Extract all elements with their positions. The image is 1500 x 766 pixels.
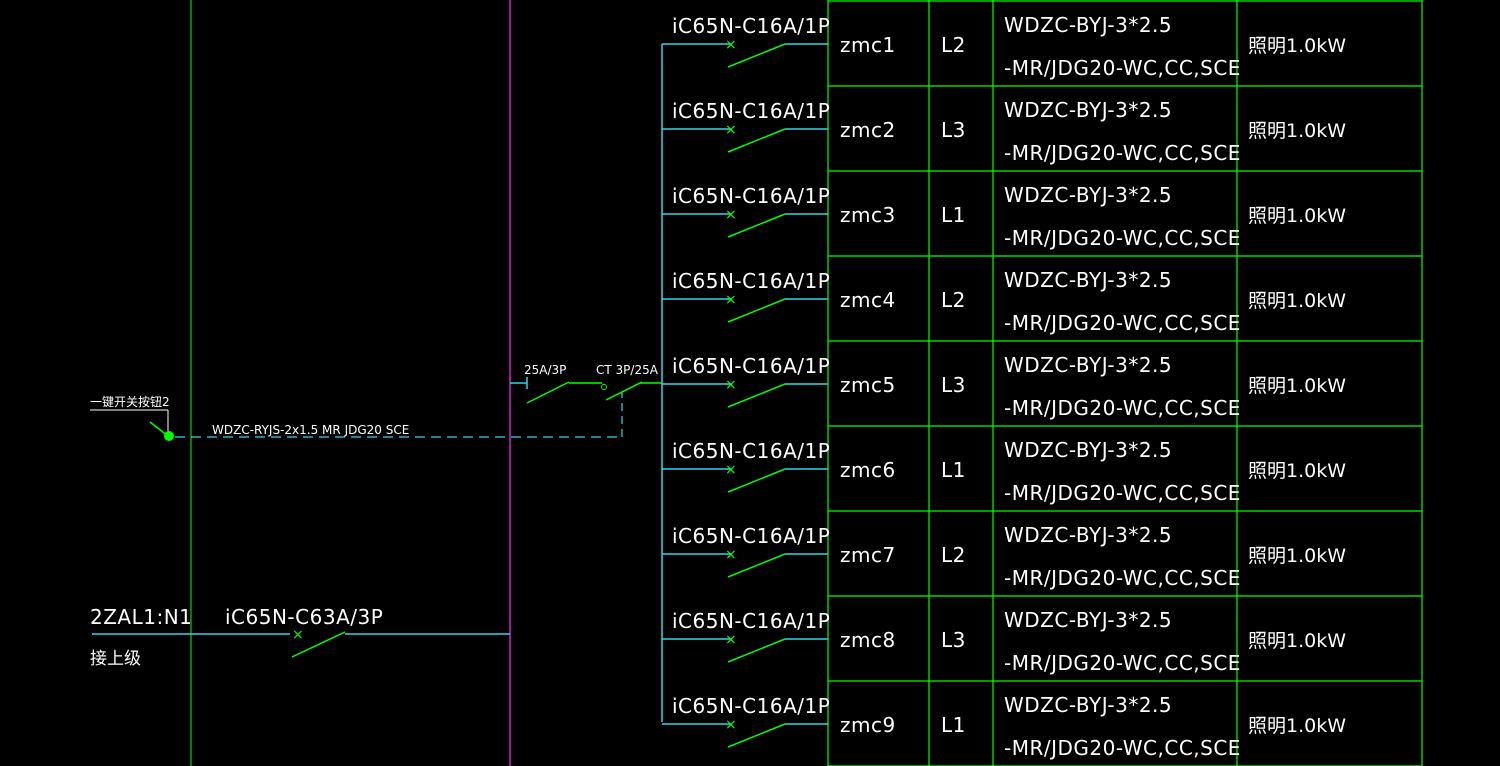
circuit-cable-line2: -MR/JDG20-WC,CC,SCE <box>1004 481 1241 505</box>
circuit-row: ×iC65N-C16A/1P zmc6 L1 WDZC-BYJ-3*2.5 -MR/JD… <box>662 438 1422 512</box>
branch-breaker-label: iC65N-C16A/1P <box>672 609 830 633</box>
control-contactor-mark <box>601 384 607 390</box>
circuit-id: zmc6 <box>840 458 896 482</box>
circuit-row: ×iC65N-C16A/1P zmc5 L3 WDZC-BYJ-3*2.5 -MR/JD… <box>662 353 1422 427</box>
circuit-load: 照明1.0kW <box>1248 120 1346 142</box>
breaker-blade <box>727 213 786 238</box>
control-contactor-blade <box>605 381 643 401</box>
circuit-phase: L3 <box>941 628 966 652</box>
breaker-blade <box>727 638 786 663</box>
incoming-label: 2ZAL1:N1 <box>90 605 192 629</box>
circuit-row: ×iC65N-C16A/1P zmc2 L3 WDZC-BYJ-3*2.5 -MR/JD… <box>662 98 1422 172</box>
circuit-cable-line2: -MR/JDG20-WC,CC,SCE <box>1004 141 1241 165</box>
circuit-cable-line1: WDZC-BYJ-3*2.5 <box>1004 268 1172 292</box>
circuit-cable-line1: WDZC-BYJ-3*2.5 <box>1004 693 1172 717</box>
circuit-cable-line2: -MR/JDG20-WC,CC,SCE <box>1004 311 1241 335</box>
branch-breaker-label: iC65N-C16A/1P <box>672 439 830 463</box>
branch-breaker-label: iC65N-C16A/1P <box>672 99 830 123</box>
breaker-blade <box>727 723 786 748</box>
incoming-breaker-cross: × <box>292 627 304 643</box>
circuit-cable-line2: -MR/JDG20-WC,CC,SCE <box>1004 56 1241 80</box>
breaker-cross: × <box>725 377 737 393</box>
circuit-load: 照明1.0kW <box>1248 715 1346 737</box>
control-cable-label: WDZC-RYJS-2x1.5 MR JDG20 SCE <box>212 423 409 437</box>
breaker-blade <box>727 468 786 493</box>
breaker-cross: × <box>725 207 737 223</box>
circuit-row: ×iC65N-C16A/1P zmc7 L2 WDZC-BYJ-3*2.5 -MR/JD… <box>662 523 1422 597</box>
circuit-id: zmc2 <box>840 118 896 142</box>
breaker-blade <box>727 43 786 68</box>
incoming-breaker-blade <box>291 631 346 658</box>
circuit-cable-line2: -MR/JDG20-WC,CC,SCE <box>1004 226 1241 250</box>
breaker-cross: × <box>725 37 737 53</box>
circuit-cable-line1: WDZC-BYJ-3*2.5 <box>1004 98 1172 122</box>
circuit-row: ×iC65N-C16A/1P zmc8 L3 WDZC-BYJ-3*2.5 -MR/JD… <box>662 608 1422 682</box>
incoming-feeder: 2ZAL1:N1 接上级 iC65N-C63A/3P × <box>90 605 510 669</box>
circuit-load: 照明1.0kW <box>1248 375 1346 397</box>
circuit-cable-line2: -MR/JDG20-WC,CC,SCE <box>1004 736 1241 760</box>
branch-breaker-label: iC65N-C16A/1P <box>672 694 830 718</box>
breaker-cross: × <box>725 462 737 478</box>
circuit-cable-line1: WDZC-BYJ-3*2.5 <box>1004 183 1172 207</box>
incoming-breaker-label: iC65N-C63A/3P <box>225 605 383 629</box>
circuit-id: zmc3 <box>840 203 896 227</box>
breaker-cross: × <box>725 547 737 563</box>
breaker-blade <box>727 128 786 153</box>
control-contactor-label: CT 3P/25A <box>596 363 659 377</box>
control-circuit: 一键开关按钮2 WDZC-RYJS-2x1.5 MR JDG20 SCE 25A… <box>90 363 662 441</box>
breaker-cross: × <box>725 292 737 308</box>
circuit-phase: L1 <box>941 713 966 737</box>
circuit-load: 照明1.0kW <box>1248 630 1346 652</box>
breaker-cross: × <box>725 717 737 733</box>
circuit-cable-line2: -MR/JDG20-WC,CC,SCE <box>1004 396 1241 420</box>
circuit-id: zmc5 <box>840 373 896 397</box>
circuit-row: ×iC65N-C16A/1P zmc4 L2 WDZC-BYJ-3*2.5 -MR/JD… <box>662 268 1422 342</box>
circuit-row: ×iC65N-C16A/1P zmc1 L2 WDZC-BYJ-3*2.5 -MR/JD… <box>662 13 1422 87</box>
control-breaker-blade <box>526 381 570 404</box>
circuit-cable-line1: WDZC-BYJ-3*2.5 <box>1004 438 1172 462</box>
circuit-load: 照明1.0kW <box>1248 290 1346 312</box>
circuit-id: zmc8 <box>840 628 896 652</box>
breaker-cross: × <box>725 122 737 138</box>
breaker-blade <box>727 383 786 408</box>
control-switch-dot <box>164 431 174 441</box>
incoming-sublabel: 接上级 <box>90 649 141 669</box>
control-switch-label: 一键开关按钮2 <box>90 394 170 409</box>
circuit-load: 照明1.0kW <box>1248 460 1346 482</box>
branch-breaker-label: iC65N-C16A/1P <box>672 354 830 378</box>
circuit-cable-line2: -MR/JDG20-WC,CC,SCE <box>1004 566 1241 590</box>
breaker-blade <box>727 298 786 323</box>
branch-breaker-label: iC65N-C16A/1P <box>672 184 830 208</box>
circuit-row: ×iC65N-C16A/1P zmc3 L1 WDZC-BYJ-3*2.5 -MR/JD… <box>662 183 1422 257</box>
circuit-phase: L2 <box>941 288 966 312</box>
circuit-phase: L3 <box>941 118 966 142</box>
circuit-phase: L2 <box>941 33 966 57</box>
circuit-phase: L1 <box>941 458 966 482</box>
circuit-id: zmc7 <box>840 543 896 567</box>
circuit-cable-line1: WDZC-BYJ-3*2.5 <box>1004 353 1172 377</box>
branch-breaker-label: iC65N-C16A/1P <box>672 524 830 548</box>
control-breaker-label: 25A/3P <box>524 363 566 377</box>
circuit-cable-line1: WDZC-BYJ-3*2.5 <box>1004 608 1172 632</box>
circuit-load: 照明1.0kW <box>1248 205 1346 227</box>
circuit-id: zmc1 <box>840 33 896 57</box>
circuit-phase: L3 <box>941 373 966 397</box>
circuit-cable-line1: WDZC-BYJ-3*2.5 <box>1004 13 1172 37</box>
breaker-cross: × <box>725 632 737 648</box>
circuit-cable-line1: WDZC-BYJ-3*2.5 <box>1004 523 1172 547</box>
circuit-id: zmc9 <box>840 713 896 737</box>
circuit-load: 照明1.0kW <box>1248 545 1346 567</box>
circuit-load: 照明1.0kW <box>1248 35 1346 57</box>
circuit-phase: L1 <box>941 203 966 227</box>
branch-breaker-label: iC65N-C16A/1P <box>672 269 830 293</box>
circuit-cable-line2: -MR/JDG20-WC,CC,SCE <box>1004 651 1241 675</box>
circuit-row: ×iC65N-C16A/1P zmc9 L1 WDZC-BYJ-3*2.5 -MR/JD… <box>662 693 1422 766</box>
breaker-blade <box>727 553 786 578</box>
circuit-id: zmc4 <box>840 288 896 312</box>
branch-breaker-label: iC65N-C16A/1P <box>672 14 830 38</box>
circuit-phase: L2 <box>941 543 966 567</box>
